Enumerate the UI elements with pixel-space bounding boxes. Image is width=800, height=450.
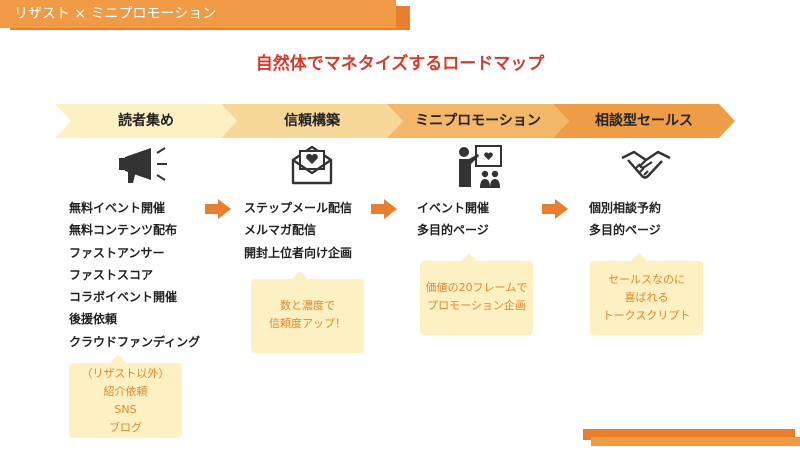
page-title: 自然体でマネタイズするロードマップ <box>255 54 545 74</box>
list-item: ステップメール配信 <box>244 201 353 215</box>
list-item: 個別相談予約 <box>589 201 662 215</box>
note-line: 紹介依頼 <box>103 385 148 398</box>
note-line: 喜ばれる <box>624 291 669 304</box>
stage-label-3: ミニプロモーション <box>415 113 541 129</box>
envelope-heart-icon <box>291 145 333 185</box>
list-item: 多目的ページ <box>589 223 661 238</box>
presentation-icon <box>459 145 502 188</box>
arrow-right-icon <box>205 199 231 219</box>
list-item: 無料コンテンツ配布 <box>69 223 178 238</box>
stage-chevron-4: 相談型セールス <box>553 104 735 138</box>
list-item: 多目的ページ <box>417 223 489 238</box>
stage-label-4: 相談型セールス <box>595 113 693 129</box>
list-item: ファストスコア <box>69 267 154 282</box>
stage-3-list: イベント開催 多目的ページ <box>417 197 489 242</box>
stage-chevron-1: 読者集め <box>55 104 237 138</box>
note-stage-1: （リザスト以外） 紹介依頼 SNS ブログ <box>69 355 182 438</box>
arrow-right-icon <box>371 199 397 219</box>
list-item: ファストアンサー <box>69 245 165 260</box>
list-item: クラウドファンディング <box>69 334 201 349</box>
note-line: 数と濃度で <box>280 299 335 312</box>
decorative-bar <box>591 437 800 446</box>
handshake-icon <box>621 150 671 179</box>
note-line: プロモーション企画 <box>427 299 526 312</box>
stage-4-list: 個別相談予約 多目的ページ <box>589 197 661 242</box>
note-line: 信頼度アップ！ <box>269 317 346 330</box>
note-line: セールスなのに <box>608 273 685 286</box>
note-line: トークスクリプト <box>602 309 691 322</box>
list-item: イベント開催 <box>417 201 490 215</box>
megaphone-icon <box>119 147 167 183</box>
stage-label-1: 読者集め <box>118 113 174 129</box>
note-stage-3: 価値の20フレームで プロモーション企画 <box>420 253 533 335</box>
list-item: 後援依頼 <box>69 312 118 327</box>
header-tag: リザスト × ミニプロモーション <box>0 0 396 28</box>
decorative-bar <box>583 429 795 440</box>
list-item: 無料イベント開催 <box>69 201 166 215</box>
stage-chevron-3: ミニプロモーション <box>387 104 569 138</box>
note-line: SNS <box>114 403 137 416</box>
arrow-right-icon <box>542 199 568 219</box>
stage-2-list: ステップメール配信 メルマガ配信 開封上位者向け企画 <box>244 197 352 264</box>
note-line: （リザスト以外） <box>81 367 170 380</box>
stage-1-list: 無料イベント開催 無料コンテンツ配布 ファストアンサー ファストスコア コラボイ… <box>69 197 200 353</box>
list-item: コラボイベント開催 <box>69 290 178 305</box>
note-stage-2: 数と濃度で 信頼度アップ！ <box>251 271 364 353</box>
note-line: 価値の20フレームで <box>425 281 528 294</box>
note-line: ブログ <box>109 421 142 434</box>
list-item: 開封上位者向け企画 <box>244 245 353 260</box>
note-stage-4: セールスなのに 喜ばれる トークスクリプト <box>590 253 703 335</box>
stage-chevron-2: 信頼構築 <box>221 104 403 138</box>
stage-label-2: 信頼構築 <box>284 113 340 129</box>
list-item: メルマガ配信 <box>244 223 317 238</box>
